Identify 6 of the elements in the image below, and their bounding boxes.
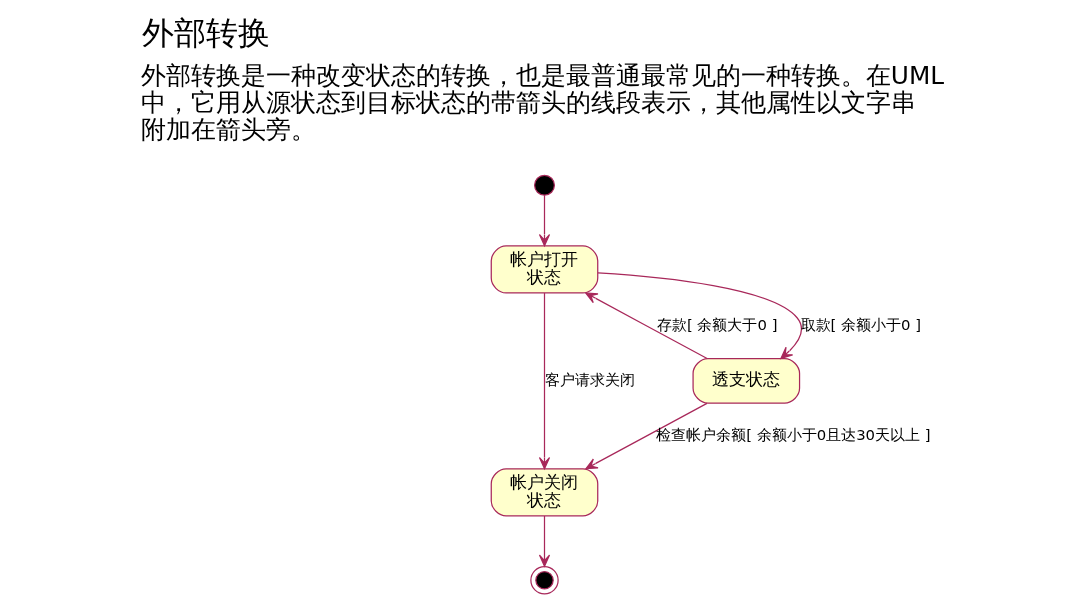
edge-label: 检查帐户余额[ 余额小于0且达30天以上 ] bbox=[655, 425, 931, 444]
label: 外部转换是一种改变状态的转换，也是最普通最常见的一种转换。在UML中，它用从源状态到目标状态的带箭头的线段表示，其他属性以文字串附加在箭头旁。 bbox=[140, 60, 944, 145]
edge-label: 客户请求关闭 bbox=[544, 370, 635, 389]
edge-label: 取款[ 余额小于0 ] bbox=[800, 315, 921, 334]
edge-label: 存款[ 余额大于0 ] bbox=[656, 315, 777, 334]
diagram-title: 外部转换 bbox=[141, 13, 270, 52]
